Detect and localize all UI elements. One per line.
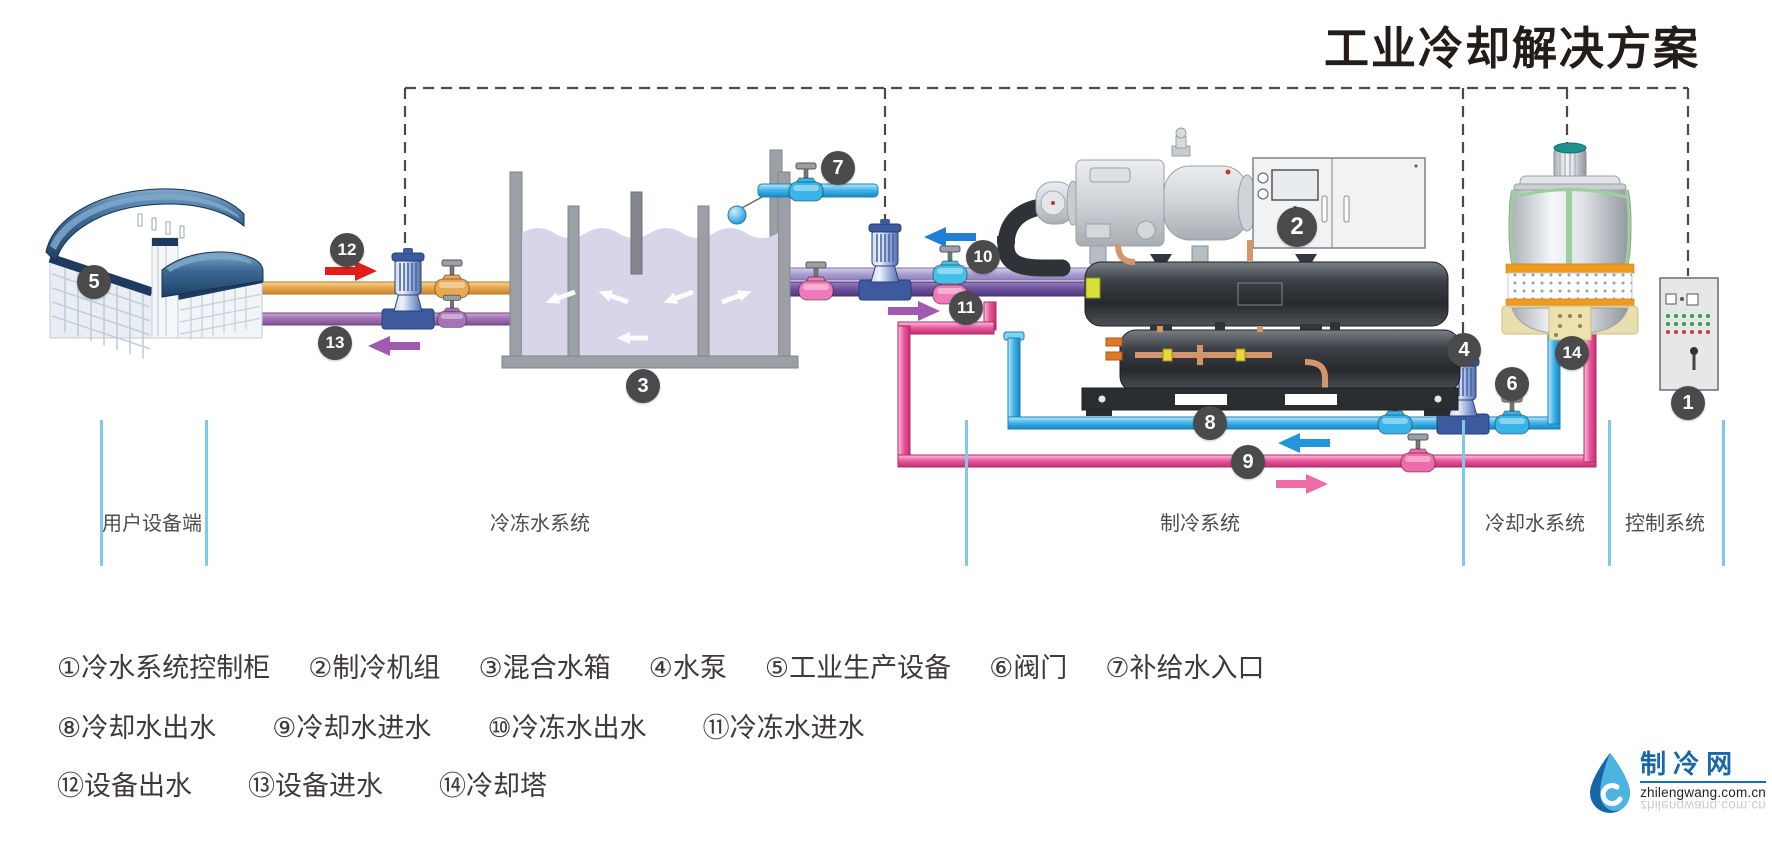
cooling-in-arrow: [1276, 474, 1328, 494]
equipment-outlet-pipe: [239, 281, 523, 295]
tank-baffle: [697, 205, 710, 357]
badge-1: 1: [1671, 386, 1705, 420]
section-divider: [1462, 420, 1465, 566]
badge-6: 6: [1495, 367, 1529, 401]
section-divider: [205, 420, 208, 566]
mixing-tank: [501, 149, 799, 369]
pump-icon: [858, 218, 912, 301]
legend-item-1: ①冷水系统控制柜: [57, 653, 271, 683]
valve-icon: [437, 294, 467, 328]
panel-screen: [1271, 169, 1319, 201]
section-divider: [965, 420, 968, 566]
legend-item-11: ⑪冷冻水进水: [702, 713, 865, 743]
makeup-water-pipe: [727, 162, 879, 225]
badge-5: 5: [77, 265, 111, 299]
legend-item-8: ⑧冷却水出水: [57, 713, 217, 743]
logo-url-reflection: zhilengwang.com.cn: [1640, 797, 1766, 813]
cooling-water-out-pipe: [1003, 331, 1561, 430]
float-ball-icon: [727, 205, 747, 225]
legend-item-14: ⑭冷却塔: [439, 771, 547, 801]
badge-10: 10: [966, 240, 1000, 274]
tank-baffle: [567, 205, 580, 357]
factory-building: [45, 188, 264, 359]
section-divider: [1722, 420, 1725, 566]
logo-url: zhilengwang.com.cn: [1640, 784, 1766, 800]
badge-11: 11: [949, 291, 983, 325]
tank-baffle: [630, 191, 643, 275]
badge-2: 2: [1277, 207, 1317, 247]
tank-water: [522, 228, 778, 356]
indicator-lights: [1666, 314, 1710, 326]
legend-row-2: ⑧冷却水出水 ⑨冷却水进水 ⑩冷冻水出水 ⑪冷冻水进水: [57, 706, 865, 745]
badge-13: 13: [318, 326, 352, 360]
badge-4: 4: [1447, 333, 1481, 367]
page-title: 工业冷却解决方案: [1323, 23, 1700, 74]
tower-basin: [1501, 305, 1639, 341]
evaporator-vessel: [1084, 254, 1449, 327]
section-label-cooling-water: 冷却水系统: [1485, 513, 1585, 535]
refrigerant-valve-icon: [1235, 348, 1246, 362]
refrigerant-valve-icon: [1085, 277, 1101, 299]
badge-9: 9: [1231, 445, 1265, 479]
badge-8: 8: [1193, 406, 1227, 440]
badge-7: 7: [821, 151, 855, 185]
legend-item-13: ⑬设备进水: [248, 771, 383, 801]
cooling-tower: [1501, 142, 1639, 341]
legend-item-12: ⑫设备出水: [57, 771, 192, 801]
legend-item-10: ⑩冷冻水出水: [487, 713, 647, 743]
legend-item-6: ⑥阀门: [989, 653, 1068, 683]
section-label-control: 控制系统: [1625, 513, 1705, 535]
logo-name: 制冷网: [1640, 750, 1766, 783]
chiller-unit: [997, 127, 1461, 416]
equipment-inlet-pipe: [239, 312, 523, 326]
control-signal-lines: [403, 86, 1690, 333]
site-logo: 制冷网 zhilengwang.com.cn zhilengwang.com.c…: [1584, 750, 1766, 816]
badge-3: 3: [626, 369, 660, 403]
section-label-refrigeration: 制冷系统: [1160, 513, 1240, 535]
valve-icon: [1400, 433, 1436, 473]
section-label-user-equipment: 用户设备端: [102, 513, 202, 535]
legend-item-2: ②制冷机组: [308, 653, 441, 683]
badge-12: 12: [330, 233, 364, 267]
refrigerant-valve-icon: [1162, 348, 1173, 362]
valve-icon: [932, 245, 968, 285]
water-drop-icon: [1590, 753, 1631, 813]
system-control-cabinet: [1659, 277, 1719, 391]
cooling-out-arrow: [1278, 433, 1330, 453]
legend-row-3: ⑫设备出水 ⑬设备进水 ⑭冷却塔: [57, 764, 547, 803]
section-divider: [1608, 420, 1611, 566]
legend-item-7: ⑦补给水入口: [1105, 653, 1265, 683]
compressor: [1035, 127, 1257, 265]
valve-icon: [434, 259, 470, 299]
legend-row-1: ①冷水系统控制柜 ②制冷机组 ③混合水箱 ④水泵 ⑤工业生产设备 ⑥阀门 ⑦补给…: [57, 646, 1265, 685]
legend-item-4: ④水泵: [648, 653, 727, 683]
chilled-out-arrow: [924, 227, 976, 247]
chilled-in-arrow: [888, 301, 940, 321]
legend-item-5: ⑤工业生产设备: [764, 653, 952, 683]
equipment-inlet-arrow: [368, 336, 420, 356]
section-divider: [100, 420, 103, 566]
badge-14: 14: [1555, 336, 1589, 370]
tower-louver: [1507, 272, 1633, 300]
valve-icon: [1494, 395, 1530, 435]
suction-elbow-pipe: [997, 197, 1071, 277]
section-label-chilled-water: 冷冻水系统: [490, 513, 590, 535]
tower-fan-motor: [1553, 142, 1587, 179]
legend-item-3: ③混合水箱: [478, 653, 611, 683]
chiller-base: [1081, 387, 1459, 416]
legend-item-9: ⑨冷却水进水: [272, 713, 432, 743]
valve-icon: [788, 162, 824, 202]
